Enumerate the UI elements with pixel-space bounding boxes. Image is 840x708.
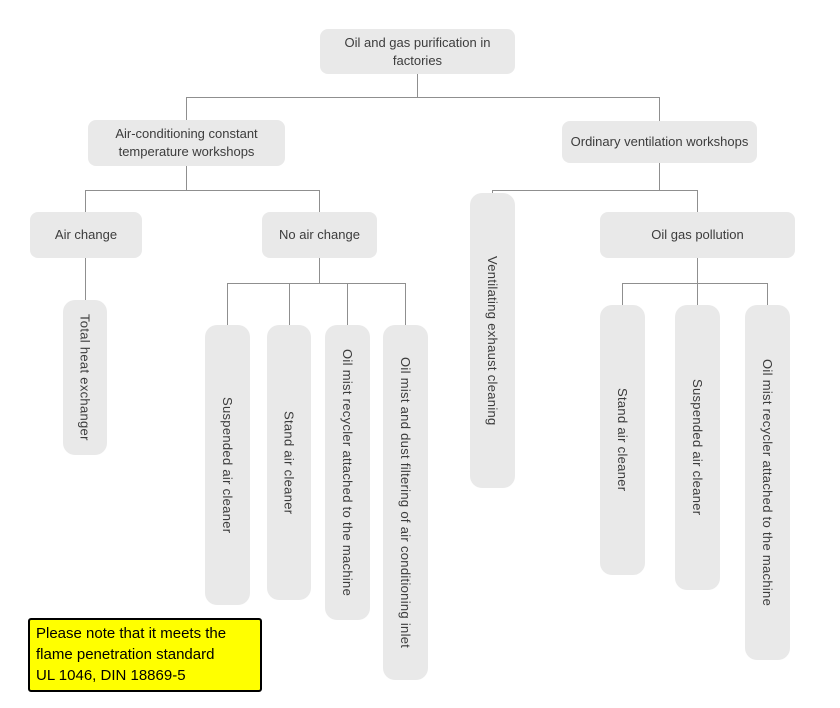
leaf-ventilating-exhaust-cleaning-label: Ventilating exhaust cleaning bbox=[485, 255, 500, 426]
leaf-stand-air-cleaner-right: Stand air cleaner bbox=[600, 305, 645, 575]
connector-line bbox=[492, 190, 698, 191]
connector-line bbox=[85, 190, 320, 191]
leaf-total-heat-exchanger: Total heat exchanger bbox=[63, 300, 107, 455]
connector-line bbox=[767, 283, 768, 305]
connector-line bbox=[227, 283, 228, 325]
leaf-stand-air-cleaner-left: Stand air cleaner bbox=[267, 325, 311, 600]
flame-standard-note-line3: UL 1046, DIN 18869-5 bbox=[36, 667, 186, 684]
connector-line bbox=[319, 190, 320, 212]
node-air-change-label: Air change bbox=[54, 227, 118, 243]
connector-line bbox=[622, 283, 768, 284]
connector-line bbox=[85, 190, 86, 212]
connector-line bbox=[227, 283, 406, 284]
leaf-ventilating-exhaust-cleaning: Ventilating exhaust cleaning bbox=[470, 193, 515, 488]
leaf-suspended-air-cleaner-right-label: Suspended air cleaner bbox=[690, 379, 705, 516]
leaf-oil-mist-dust-filtering-label: Oil mist and dust filtering of air condi… bbox=[398, 356, 413, 649]
node-no-air-change: No air change bbox=[262, 212, 377, 258]
connector-line bbox=[186, 97, 660, 98]
leaf-stand-air-cleaner-right-label: Stand air cleaner bbox=[615, 388, 630, 492]
leaf-oil-mist-recycler-right: Oil mist recycler attached to the machin… bbox=[745, 305, 790, 660]
connector-line bbox=[622, 283, 623, 305]
flame-standard-note-line1: Please note that it meets the bbox=[36, 625, 227, 642]
leaf-oil-mist-recycler-right-label: Oil mist recycler attached to the machin… bbox=[760, 358, 775, 607]
connector-line bbox=[417, 74, 418, 97]
connector-line bbox=[319, 258, 320, 283]
connector-line bbox=[186, 166, 187, 190]
node-air-change: Air change bbox=[30, 212, 142, 258]
flame-standard-note-line2: flame penetration standard bbox=[36, 646, 215, 663]
node-aircon-workshops: Air-conditioning constant temperature wo… bbox=[88, 120, 285, 166]
leaf-oil-mist-recycler-left: Oil mist recycler attached to the machin… bbox=[325, 325, 370, 620]
connector-line bbox=[186, 97, 187, 120]
connector-line bbox=[289, 283, 290, 325]
leaf-suspended-air-cleaner-left: Suspended air cleaner bbox=[205, 325, 250, 605]
connector-line bbox=[492, 190, 493, 195]
connector-line bbox=[697, 190, 698, 212]
leaf-suspended-air-cleaner-right: Suspended air cleaner bbox=[675, 305, 720, 590]
leaf-oil-mist-dust-filtering: Oil mist and dust filtering of air condi… bbox=[383, 325, 428, 680]
node-root: Oil and gas purification in factories bbox=[320, 29, 515, 74]
leaf-stand-air-cleaner-left-label: Stand air cleaner bbox=[281, 410, 297, 515]
connector-line bbox=[659, 163, 660, 190]
connector-line bbox=[659, 97, 660, 121]
connector-line bbox=[347, 283, 348, 325]
connector-line bbox=[697, 258, 698, 283]
node-oil-gas-pollution-label: Oil gas pollution bbox=[651, 227, 744, 243]
connector-line bbox=[85, 258, 86, 300]
node-no-air-change-label: No air change bbox=[279, 227, 360, 243]
connector-line bbox=[697, 283, 698, 305]
leaf-total-heat-exchanger-label: Total heat exchanger bbox=[77, 314, 93, 441]
node-oil-gas-pollution: Oil gas pollution bbox=[600, 212, 795, 258]
node-aircon-workshops-label: Air-conditioning constant temperature wo… bbox=[115, 126, 258, 159]
node-ordinary-workshops-label: Ordinary ventilation workshops bbox=[570, 134, 749, 150]
node-root-label: Oil and gas purification in factories bbox=[344, 34, 491, 68]
leaf-oil-mist-recycler-left-label: Oil mist recycler attached to the machin… bbox=[340, 348, 355, 597]
connector-line bbox=[405, 283, 406, 325]
flame-standard-note: Please note that it meets the flame pene… bbox=[28, 618, 262, 692]
leaf-suspended-air-cleaner-left-label: Suspended air cleaner bbox=[220, 396, 235, 534]
node-ordinary-workshops: Ordinary ventilation workshops bbox=[562, 121, 757, 163]
